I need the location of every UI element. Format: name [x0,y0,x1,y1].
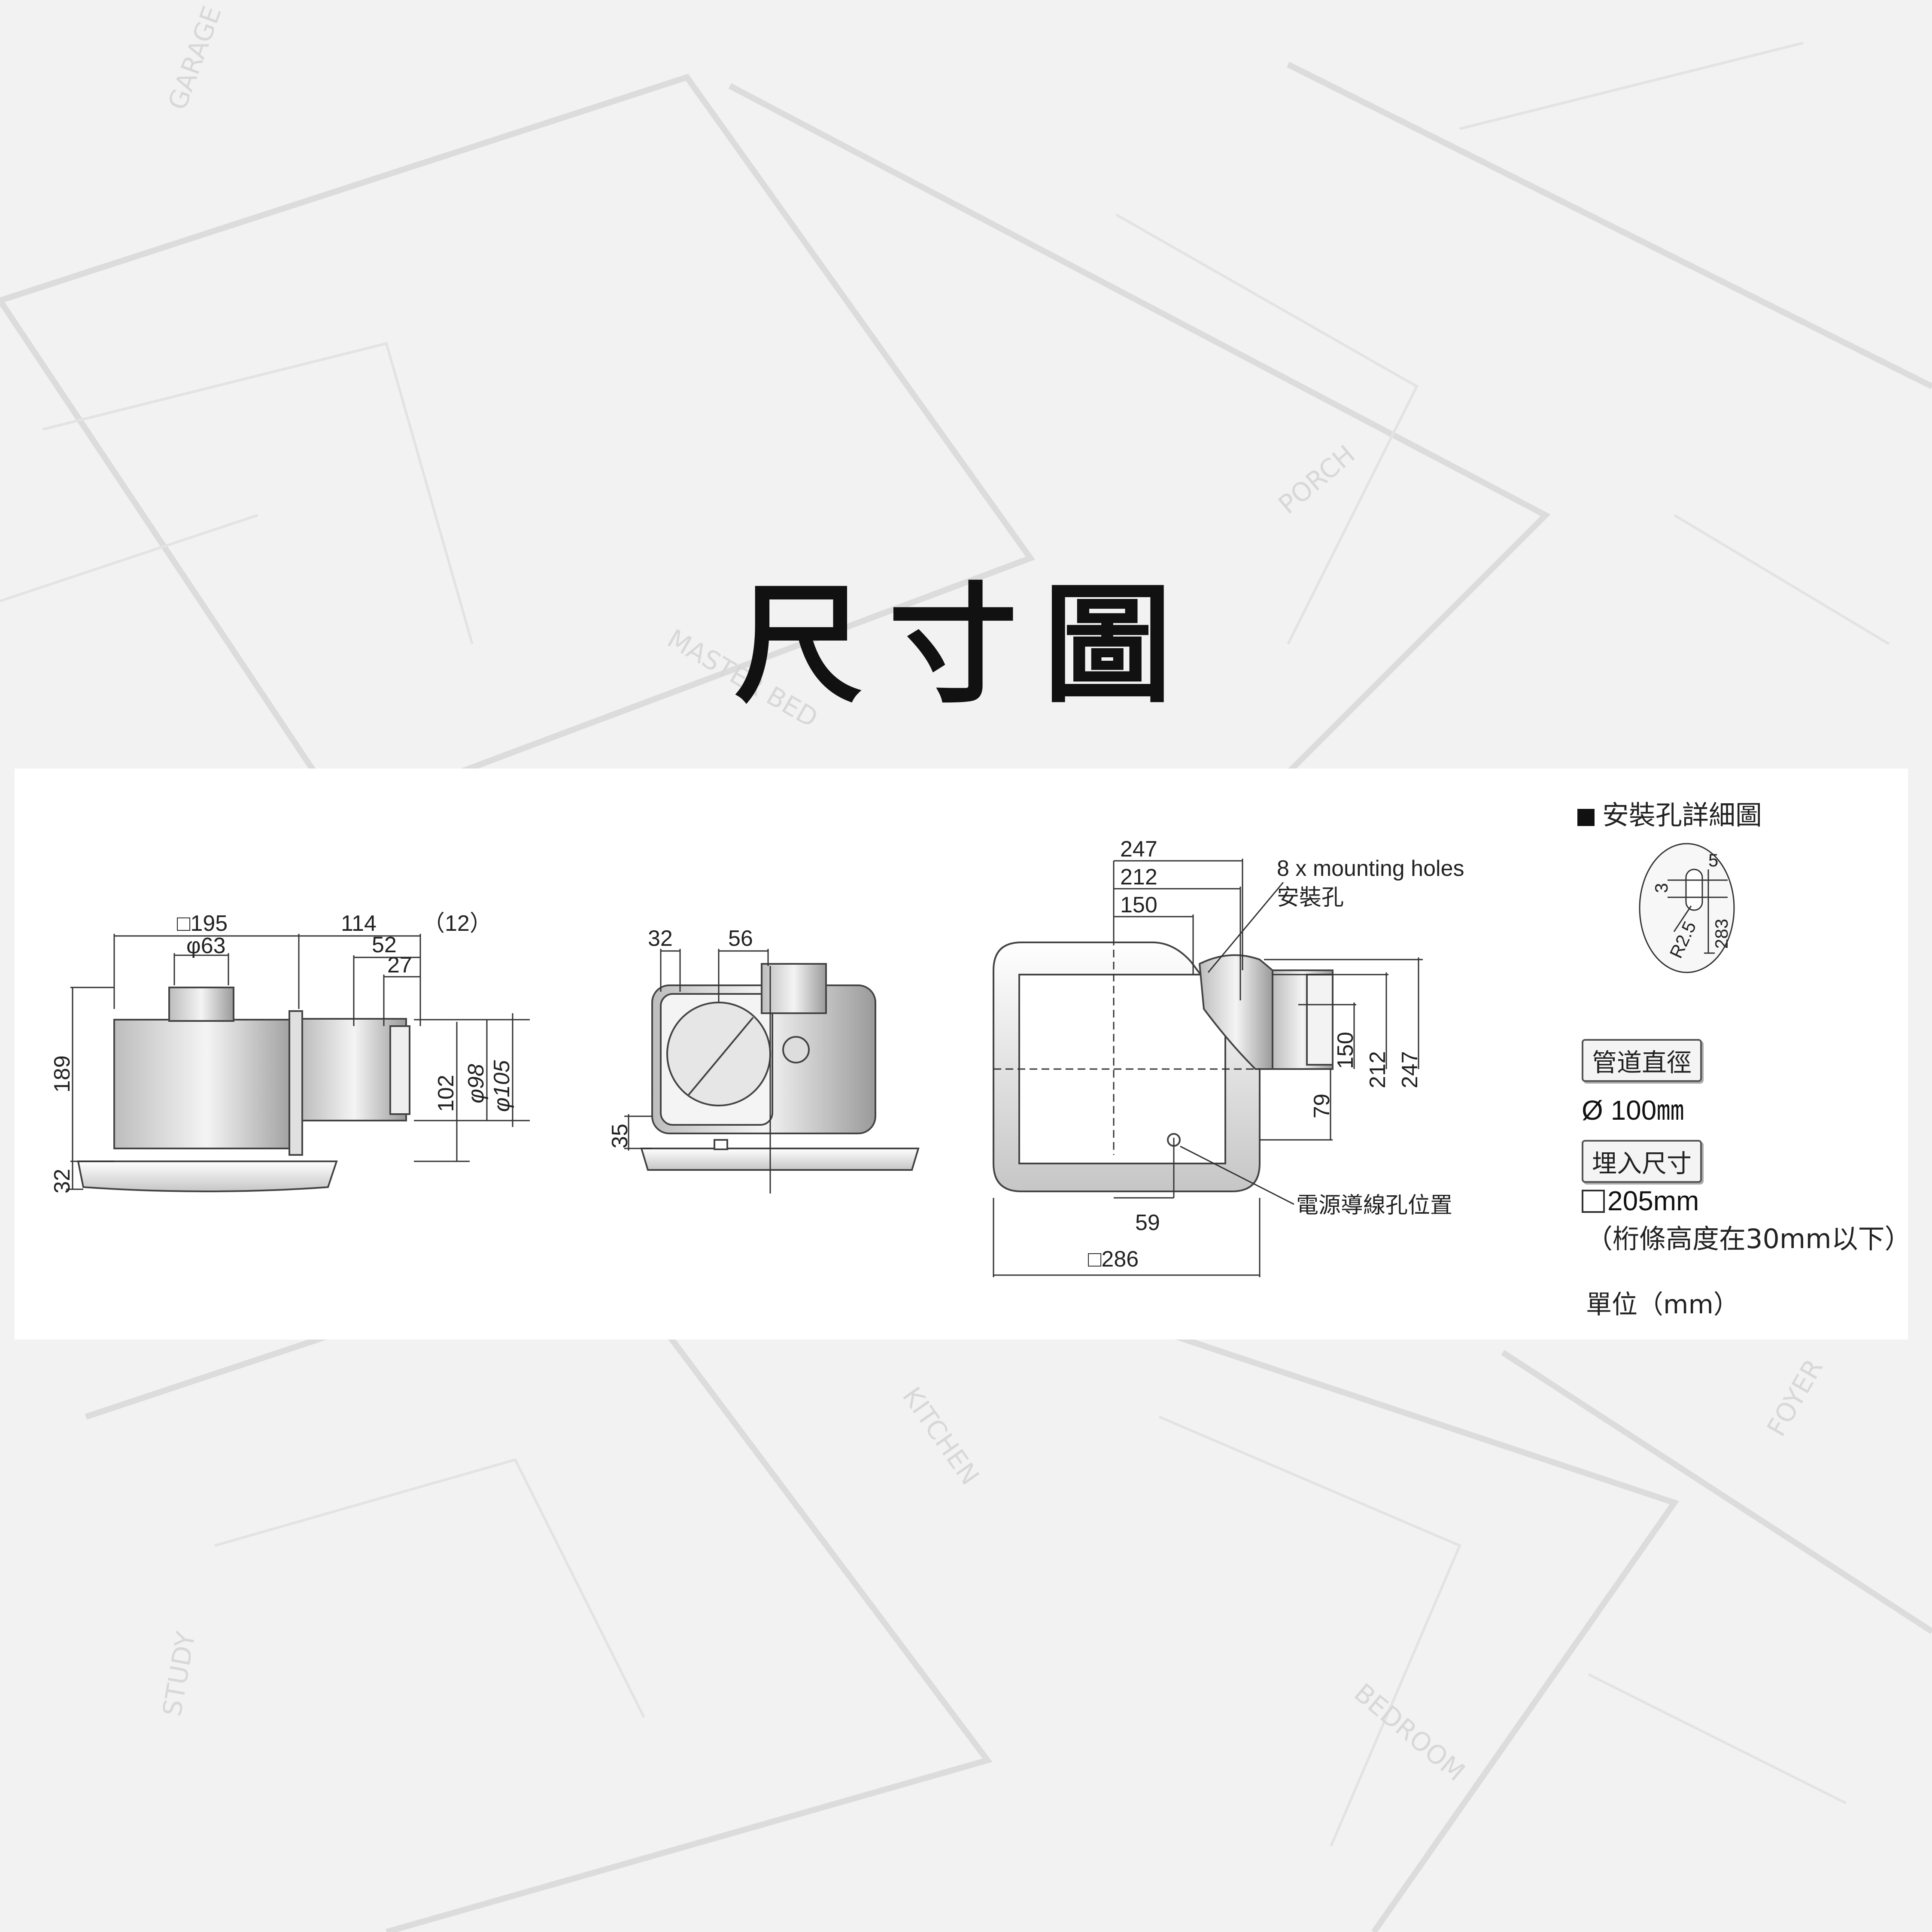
dim-hole-5: 5 [1708,850,1718,870]
dim-top-286: □286 [1088,1247,1139,1272]
dim-side-32: 32 [50,1169,75,1194]
side-duct-end [389,1025,410,1115]
bg-label-porch: PORCH [1273,439,1361,520]
dim-top-150: 150 [1120,893,1157,917]
embed-size-value: 205mm [1607,1185,1699,1216]
dimension-panel: □195 φ63 114 （12） 52 27 189 32 102 φ98 φ… [15,769,1911,1340]
embed-size-label: 埋入尺寸 [1582,1140,1702,1183]
embed-size-note: （桁條高度在30mm以下） [1586,1223,1911,1255]
dim-top-59: 59 [1135,1210,1160,1235]
dim-side-102: 102 [434,1075,459,1112]
bg-label-garage: GARAGE [162,2,228,114]
callout-holes-zh: 安裝孔 [1277,885,1344,910]
top-view-dims [993,859,1423,1277]
square-bullet-icon [1577,809,1595,826]
hole-detail-heading: 安裝孔詳細圖 [1577,793,1762,832]
unit-label: 單位（mm） [1586,1290,1739,1320]
side-grille [77,1160,338,1192]
embed-size-row: 205mm [1582,1185,1699,1217]
side-flange [289,1010,303,1156]
dim-side-phi105: φ105 [489,1060,514,1112]
dim-top-79: 79 [1309,1094,1334,1118]
side-view-dims [66,934,530,1190]
front-motor [761,963,827,1014]
front-view-dims [624,949,771,1194]
dim-hole-283: 283 [1711,919,1732,949]
side-duct [301,1018,407,1121]
bg-label-bedroom: BEDROOM [1348,1678,1470,1787]
dim-side-12: （12） [422,911,492,936]
page-title: 尺寸圖 [734,569,1198,720]
bg-label-kitchen: KITCHEN [896,1382,985,1490]
hole-slot [1685,869,1703,911]
callout-holes-en: 8 x mounting holes [1277,856,1464,881]
hole-detail [1639,843,1735,973]
dim-top-v212: 212 [1365,1051,1390,1088]
front-view [640,963,920,1171]
top-view [993,942,1334,1192]
dim-top-247: 247 [1120,837,1157,862]
dim-side-width: □195 [177,911,228,936]
bg-label-study: STUDY [157,1629,201,1719]
dim-front-35: 35 [608,1124,632,1148]
square-outline-icon [1582,1190,1605,1213]
dim-side-189: 189 [50,1055,75,1093]
dim-side-114: 114 [341,911,377,936]
front-duct-circle [666,1002,771,1106]
dim-side-duct-phi: φ63 [186,933,226,958]
dim-top-v247: 247 [1397,1051,1422,1088]
dim-side-27: 27 [387,953,412,978]
hole-detail-heading-text: 安裝孔詳細圖 [1602,801,1762,830]
dim-top-212: 212 [1120,865,1157,890]
front-motor-knob [782,1036,810,1063]
dim-hole-3: 3 [1651,883,1671,893]
dim-top-v150: 150 [1333,1032,1358,1069]
dim-side-phi98: φ98 [464,1064,489,1103]
dim-side-52: 52 [372,933,397,957]
front-grille [640,1148,920,1171]
side-top-collar [168,987,234,1022]
dim-front-32: 32 [648,926,673,951]
dimension-drawing: □195 φ63 114 （12） 52 27 189 32 102 φ98 φ… [50,837,1735,1277]
duct-diameter-value: Ø 100㎜ [1582,1095,1684,1126]
side-body [113,1019,300,1149]
bg-label-foyer: FOYER [1761,1354,1829,1442]
side-view [77,987,410,1192]
top-grille-panel [1018,974,1226,1164]
duct-diameter-label: 管道直徑 [1582,1039,1702,1082]
callout-wire-hole: 電源導線孔位置 [1296,1193,1452,1218]
dim-front-56: 56 [728,926,753,951]
hole-detail-outline [1639,843,1735,973]
